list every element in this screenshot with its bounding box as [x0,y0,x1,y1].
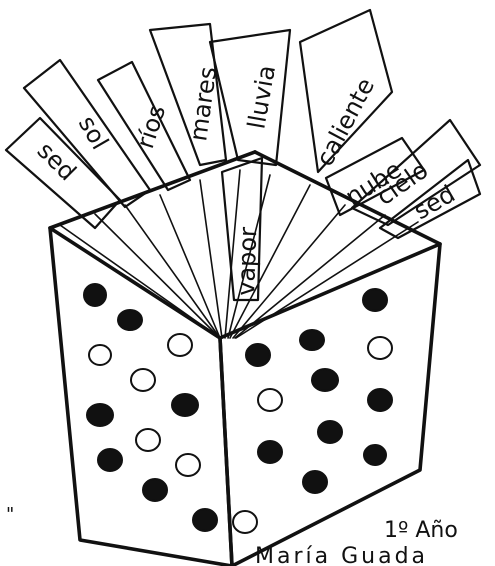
spot [143,479,167,501]
word-lluvia: lluvia [242,63,281,131]
spot [136,429,160,451]
spot [118,310,142,330]
spot [300,330,324,350]
spot [368,337,392,359]
spot [172,394,198,416]
spot [98,449,122,471]
spot [258,389,282,411]
spot [131,369,155,391]
spot [176,454,200,476]
spot [363,289,387,311]
spot [258,441,282,463]
caption-year: 1º Año [384,518,458,543]
spot [89,345,111,365]
spot [168,334,192,356]
stray-mark: " [6,504,14,525]
word-mares: mares [184,65,222,143]
spot [233,511,257,533]
spot [364,445,386,465]
spot [318,421,342,443]
spot [368,389,392,411]
spot [312,369,338,391]
spot [84,284,106,306]
word-vapor: vapor [232,226,262,296]
caption-author: María Guada [255,544,428,566]
spot [246,344,270,366]
spot [87,404,113,426]
spot [303,471,327,493]
word-sol: sol [73,111,114,154]
word-rios: ríos [131,102,171,152]
spot [193,509,217,531]
